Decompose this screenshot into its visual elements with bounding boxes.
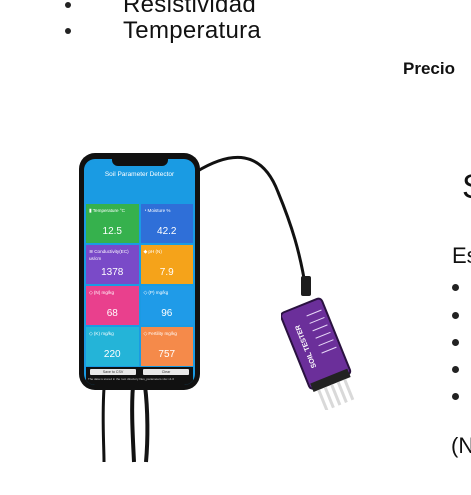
fertility-icon: ◇ <box>143 331 148 337</box>
tile-value: 96 <box>161 308 173 319</box>
cropped-heading: S <box>462 168 471 207</box>
tile-label: Moisture % <box>147 208 171 213</box>
clear-button[interactable]: Clear <box>143 369 189 375</box>
tile-ph[interactable]: ◆pH (N) 7.9 <box>140 245 193 284</box>
parameter-grid: ▮Temperature °C 12.5 ◔Moisture % 42.2 ≋C… <box>86 204 193 366</box>
right-bullet-dot <box>452 339 459 346</box>
tile-label: (K) mg/kg <box>93 331 114 336</box>
droplet-icon: ◔ <box>143 208 147 214</box>
phosphorus-icon: ◇ <box>143 290 148 296</box>
right-bullet-dot <box>452 393 459 400</box>
tile-label: (P) mg/kg <box>148 290 169 295</box>
tile-label: Fertility mg/kg <box>148 331 177 336</box>
conductivity-icon: ≋ <box>89 249 94 255</box>
storage-note: The data is stored in the root directory… <box>88 377 175 381</box>
phone-notch <box>112 158 168 166</box>
tile-value: 220 <box>103 349 121 360</box>
phone-screen: Soil Parameter Detector ▮Temperature °C … <box>84 159 195 385</box>
tile-label: Temperature °C <box>92 208 125 213</box>
bullet-dot <box>65 28 71 34</box>
right-bullet-dot <box>452 284 459 291</box>
tile-label: pH (N) <box>148 249 162 254</box>
nitrogen-icon: ◇ <box>89 290 93 296</box>
bullet-item: Resistividad <box>65 0 256 18</box>
price-heading: Precio <box>403 59 455 78</box>
tile-moisture[interactable]: ◔Moisture % 42.2 <box>140 204 193 243</box>
potassium-icon: ◇ <box>89 331 93 337</box>
app-bottom-bar: Save to CSV Clear The data is stored in … <box>86 367 193 385</box>
right-bullet-dot <box>452 312 459 319</box>
ph-icon: ◆ <box>143 249 148 255</box>
bullet-text: Resistividad <box>123 0 256 18</box>
save-csv-button[interactable]: Save to CSV <box>90 369 136 375</box>
tile-temperature[interactable]: ▮Temperature °C 12.5 <box>86 204 139 243</box>
right-bullet-dot <box>452 366 459 373</box>
tile-value: 42.2 <box>157 226 177 237</box>
tile-value: 68 <box>106 308 118 319</box>
bullet-item: Temperatura <box>65 17 262 44</box>
tile-potassium[interactable]: ◇(K) mg/kg 220 <box>86 327 139 366</box>
tile-value: 1378 <box>101 267 124 278</box>
tile-value: 757 <box>158 349 176 360</box>
tile-phosphorus[interactable]: ◇(P) mg/kg 96 <box>140 286 193 325</box>
tile-value: 7.9 <box>159 267 174 278</box>
tile-value: 12.5 <box>102 226 122 237</box>
bullet-list: Resistividad Temperatura <box>0 0 300 50</box>
thermometer-icon: ▮ <box>89 208 92 214</box>
soil-tester-device: SOIL TESTER <box>281 297 355 410</box>
tile-fertility[interactable]: ◇Fertility mg/kg 757 <box>140 327 193 366</box>
bullet-dot <box>65 2 71 8</box>
bullet-text: Temperatura <box>123 17 262 44</box>
tile-nitrogen[interactable]: ◇(N) mg/kg 68 <box>86 286 139 325</box>
tile-label: Conductivity(EC) us/cm <box>89 249 129 261</box>
tile-label: (N) mg/kg <box>93 290 115 295</box>
app-title: Soil Parameter Detector <box>104 171 175 178</box>
cropped-note: (N <box>451 433 471 458</box>
tile-conductivity[interactable]: ≋Conductivity(EC) us/cm 1378 <box>86 245 139 284</box>
cropped-paragraph: Es <box>452 243 471 268</box>
